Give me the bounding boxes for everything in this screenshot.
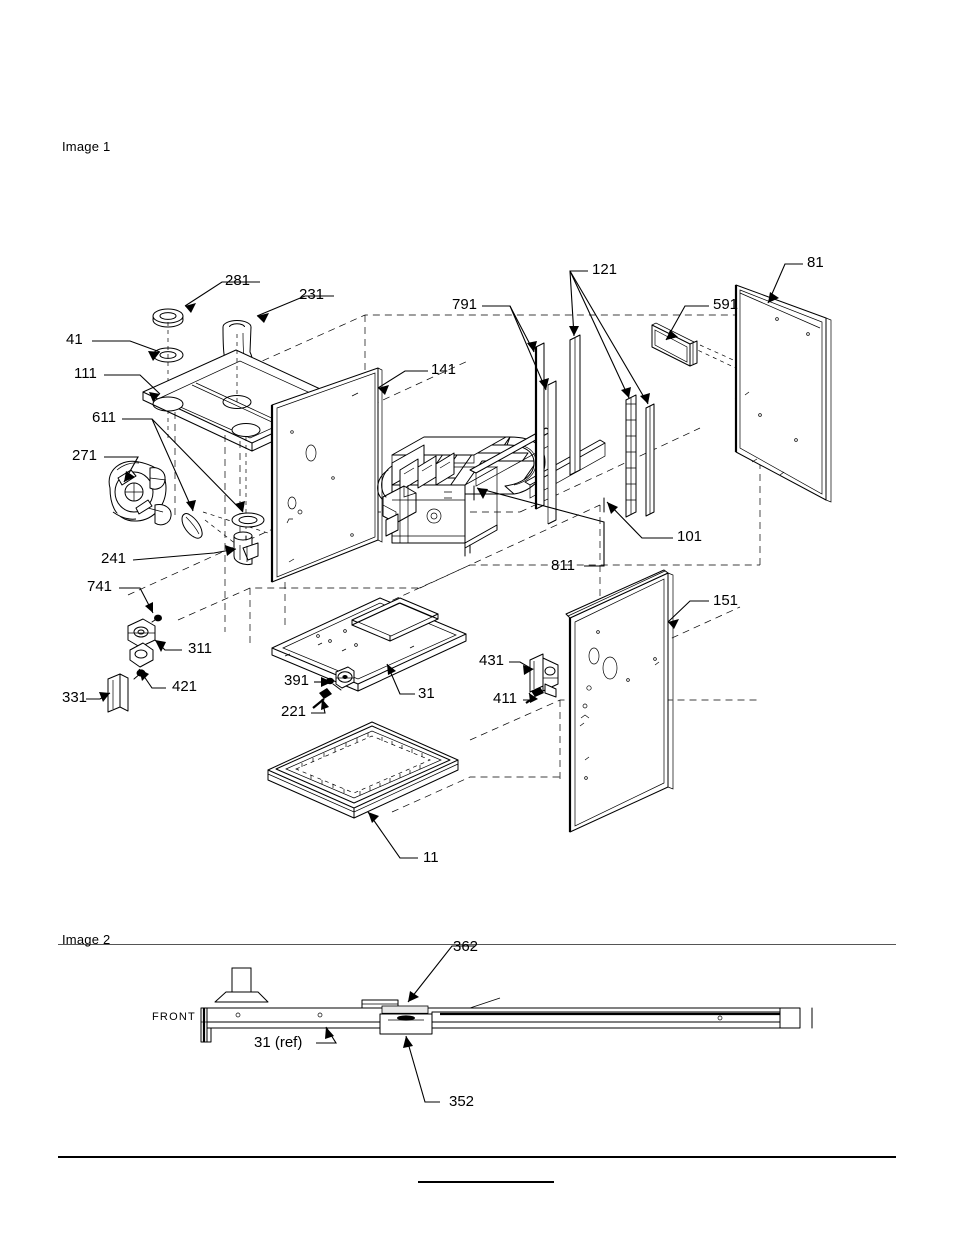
callout-31-ref: 31 (ref) bbox=[254, 1034, 303, 1051]
front-orientation-label: FRONT bbox=[152, 1011, 196, 1023]
callout-11: 11 bbox=[423, 849, 439, 866]
callout-331: 331 bbox=[62, 689, 88, 706]
image2-caption: Image 2 bbox=[62, 932, 111, 947]
image2-divider bbox=[58, 944, 896, 945]
part-391-fastener bbox=[326, 666, 355, 691]
part-271-inducer-motor bbox=[108, 460, 172, 526]
callout-231: 231 bbox=[299, 286, 325, 303]
part-141-left-panel bbox=[270, 367, 383, 583]
part-352-block bbox=[379, 1013, 433, 1035]
callout-611: 611 bbox=[92, 409, 116, 426]
callout-271: 271 bbox=[72, 447, 98, 464]
callout-811: 811 bbox=[551, 557, 575, 574]
callout-221: 221 bbox=[281, 703, 307, 720]
callout-431: 431 bbox=[479, 652, 505, 669]
part-331-bracket bbox=[107, 673, 129, 713]
part-right-rail bbox=[431, 997, 813, 1029]
footer-divider-secondary bbox=[418, 1181, 554, 1183]
part-362-strip bbox=[381, 1005, 429, 1016]
part-81-right-panel bbox=[734, 284, 832, 503]
footer-divider-primary bbox=[58, 1156, 896, 1158]
part-121-partition bbox=[569, 334, 655, 518]
callout-151: 151 bbox=[713, 592, 739, 609]
callout-391: 391 bbox=[284, 672, 310, 689]
part-left-endcap bbox=[200, 1007, 208, 1043]
exploded-assembly-drawing bbox=[86, 263, 832, 859]
part-411-screw bbox=[525, 687, 544, 704]
callout-791: 791 bbox=[452, 296, 478, 313]
part-flue-collar bbox=[214, 967, 269, 1003]
callout-101: 101 bbox=[677, 528, 703, 545]
heat-exchanger-assembly bbox=[377, 436, 546, 557]
callout-141: 141 bbox=[431, 361, 457, 378]
base-panel-elevation-drawing bbox=[200, 945, 813, 1103]
callout-41: 41 bbox=[66, 331, 83, 348]
callout-31: 31 bbox=[418, 685, 435, 702]
part-281-grommet bbox=[152, 308, 184, 328]
part-611-clips bbox=[181, 512, 265, 539]
callout-741: 741 bbox=[87, 578, 113, 595]
callout-421: 421 bbox=[172, 678, 198, 695]
part-151-front-panel bbox=[565, 569, 674, 833]
callout-352: 352 bbox=[449, 1093, 475, 1110]
image2-leaders bbox=[316, 945, 475, 1103]
callout-591: 591 bbox=[713, 296, 739, 313]
part-11-door-frame bbox=[267, 721, 459, 819]
part-31-base-pan bbox=[271, 597, 467, 692]
callout-281: 281 bbox=[225, 272, 251, 289]
callout-81: 81 bbox=[807, 254, 824, 271]
callout-111: 111 bbox=[74, 365, 97, 382]
part-591-bracket bbox=[651, 322, 698, 367]
callout-311: 311 bbox=[188, 640, 212, 657]
image1-caption: Image 1 bbox=[62, 139, 111, 154]
callout-leaders bbox=[86, 263, 803, 859]
callout-362: 362 bbox=[453, 938, 479, 955]
callout-121: 121 bbox=[592, 261, 618, 278]
part-431-hinge bbox=[529, 653, 559, 698]
callout-241: 241 bbox=[101, 550, 127, 567]
part-241-valve bbox=[233, 531, 259, 565]
callout-411: 411 bbox=[493, 690, 517, 707]
part-311-bracket bbox=[127, 618, 156, 668]
part-741-screw bbox=[151, 614, 162, 623]
